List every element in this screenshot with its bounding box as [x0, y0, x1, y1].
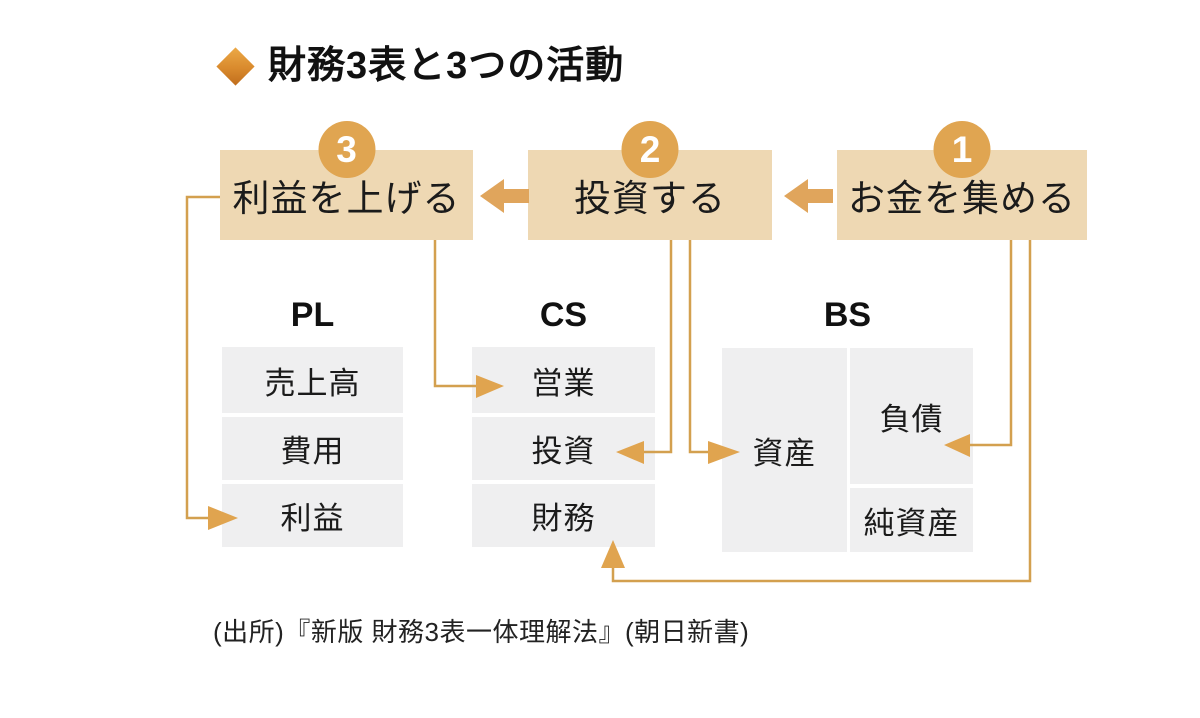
activity-box-invest: 2 投資する	[528, 121, 772, 240]
cs-cell-financing: 財務	[472, 484, 655, 547]
pl-cell-expenses: 費用	[222, 417, 403, 480]
cs-cell-investing: 投資	[472, 417, 655, 480]
column-header-cs: CS	[539, 295, 588, 334]
bs-cell-assets: 資産	[722, 348, 847, 552]
pl-cell-sales: 売上高	[222, 347, 403, 413]
cs-cell-operating: 営業	[472, 347, 655, 413]
activity-label-invest: 投資する	[574, 177, 726, 219]
activity-box-raise-profit: 3 利益を上げる	[220, 121, 473, 240]
step-number-badge-1: 1	[933, 121, 991, 178]
bs-cell-net-assets: 純資産	[850, 488, 973, 552]
pl-cell-profit: 利益	[222, 484, 403, 547]
bs-cell-liabilities: 負債	[850, 348, 973, 484]
column-header-pl: PL	[290, 295, 335, 334]
step-number-badge-3: 3	[318, 121, 375, 178]
diamond-bullet-icon	[216, 47, 255, 86]
activity-label-collect-money: お金を集める	[848, 177, 1076, 219]
figure-title: 財務3表と3つの活動	[268, 45, 625, 87]
flow-arrow-collect-to-invest-icon	[784, 179, 833, 213]
column-header-bs: BS	[823, 295, 872, 334]
activity-label-raise-profit: 利益を上げる	[232, 177, 461, 219]
activity-box-collect-money: 1 お金を集める	[837, 121, 1087, 240]
figure-header: 財務3表と3つの活動	[0, 0, 1200, 110]
step-number-badge-2: 2	[621, 121, 679, 178]
source-caption: (出所)『新版 財務3表一体理解法』(朝日新書)	[213, 617, 750, 647]
flow-arrow-invest-to-profit-icon	[480, 179, 529, 213]
